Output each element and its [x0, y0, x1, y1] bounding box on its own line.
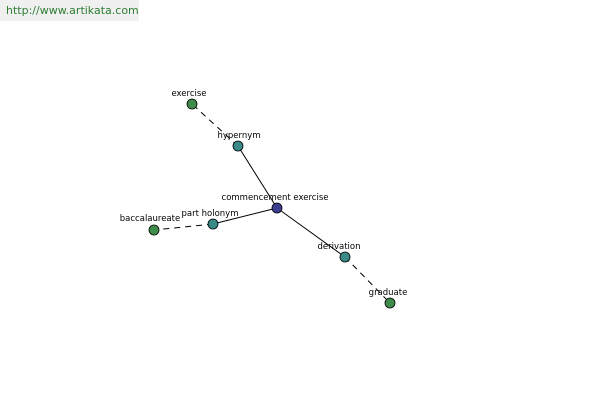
node-label-derivation: derivation: [317, 242, 360, 252]
node-label-baccalaureate: baccalaureate: [120, 214, 180, 224]
site-url-link[interactable]: http://www.artikata.com: [0, 0, 139, 21]
node-part-holonym[interactable]: [207, 218, 219, 230]
node-center[interactable]: [271, 202, 283, 214]
node-baccalaureate[interactable]: [148, 224, 160, 236]
node-label-part-holonym: part holonym: [182, 209, 239, 219]
edge-center-hypernym: [237, 145, 278, 209]
node-hypernym[interactable]: [232, 140, 244, 152]
node-exercise[interactable]: [186, 98, 198, 110]
edge-center-derivation: [276, 207, 346, 258]
edges-layer: [153, 103, 391, 304]
node-label-graduate: graduate: [369, 288, 408, 298]
edge-center-part_holonym: [212, 207, 278, 225]
edge-part_holonym-baccalaureate: [153, 223, 214, 231]
node-label-exercise: exercise: [171, 89, 206, 99]
labels-layer: commencement exercise hypernym exercise par…: [120, 89, 408, 298]
node-derivation[interactable]: [339, 251, 351, 263]
node-label-hypernym: hypernym: [217, 131, 260, 141]
node-label-center: commencement exercise: [222, 193, 329, 203]
node-graduate[interactable]: [384, 297, 396, 309]
nodes-layer: [148, 98, 396, 309]
